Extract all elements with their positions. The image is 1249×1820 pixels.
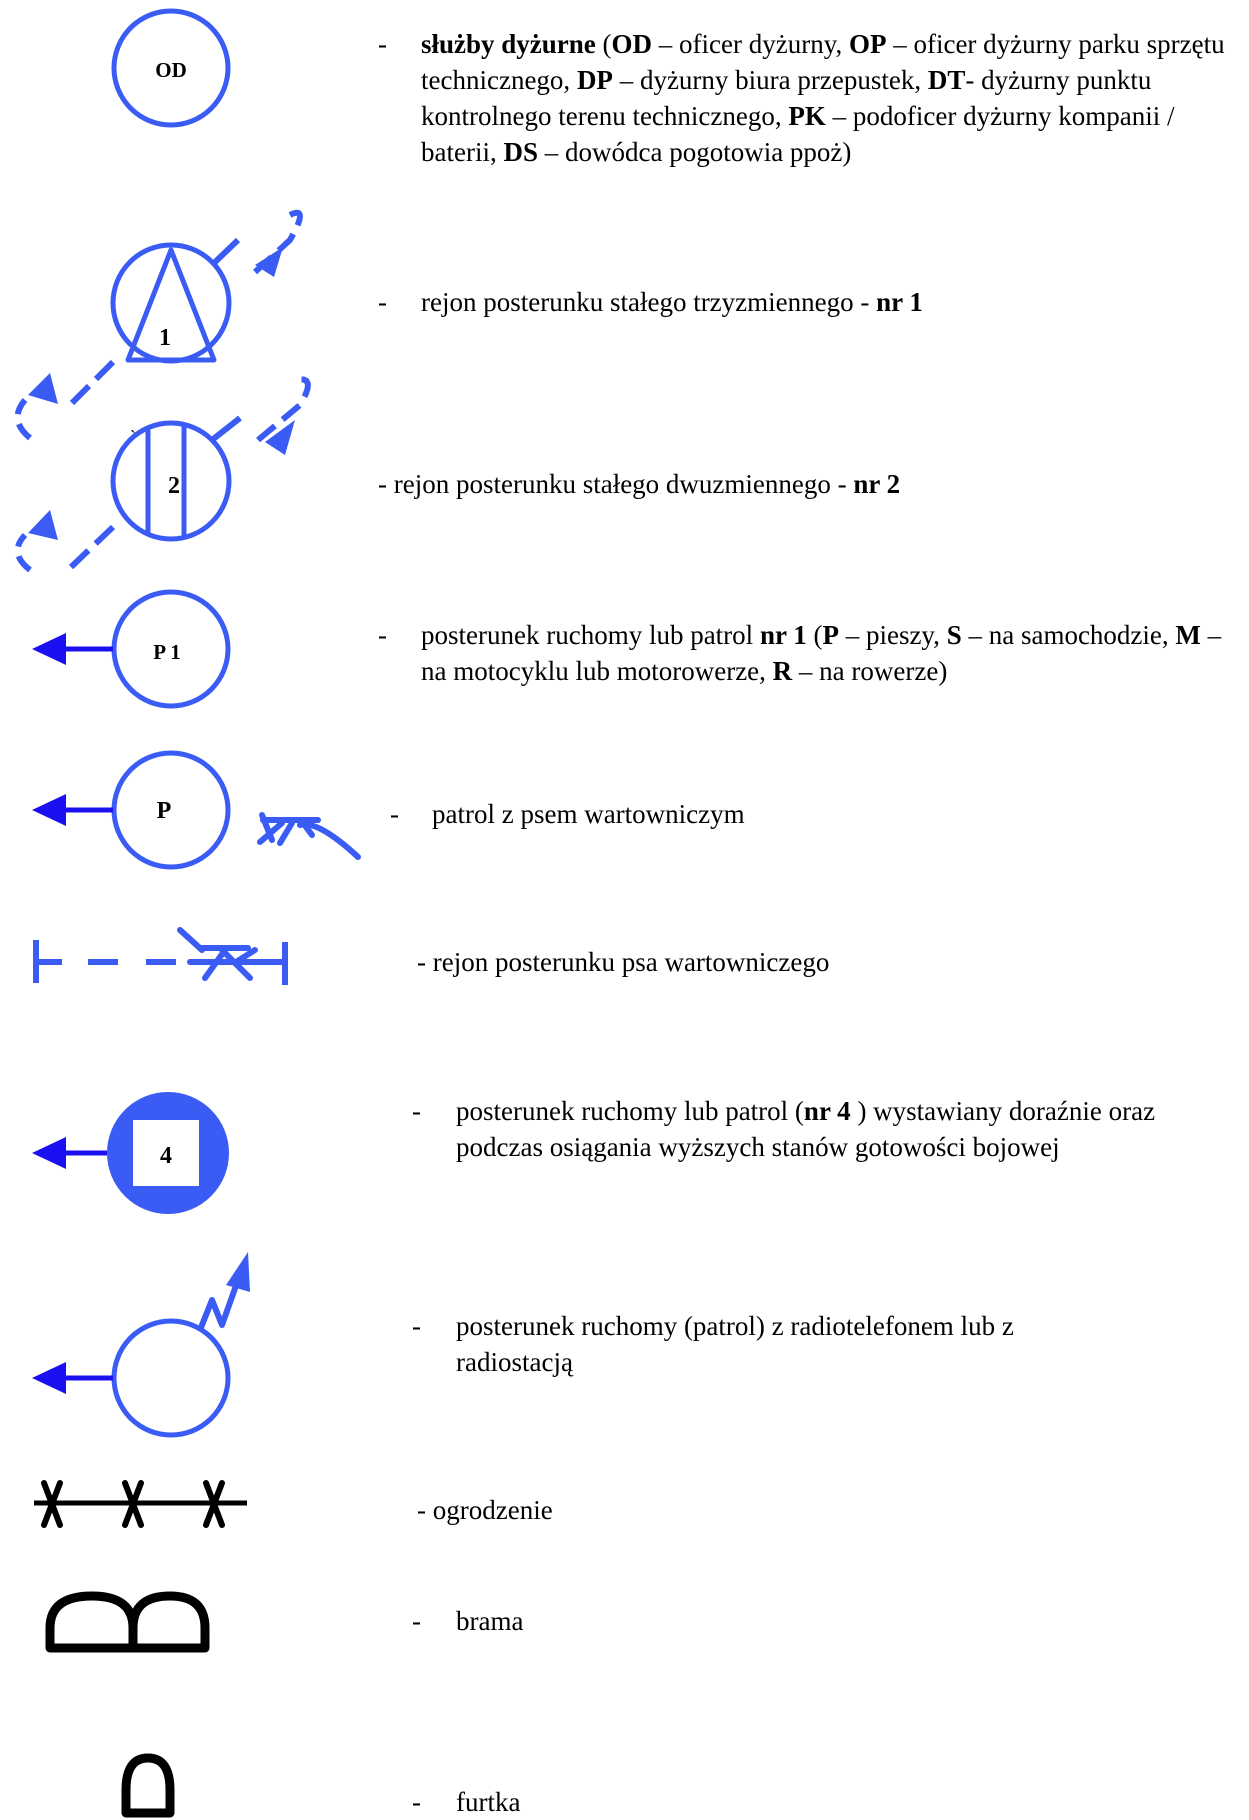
entry-dash: - bbox=[412, 1096, 421, 1126]
entry-dash: - bbox=[412, 1787, 421, 1817]
dog-icon bbox=[257, 812, 361, 860]
dashed-line-dog-icon bbox=[0, 900, 320, 990]
ad-hoc-patrol-description: posterunek ruchomy lub patrol (nr 4 ) wy… bbox=[456, 1096, 1156, 1162]
radio-patrol-description: posterunek ruchomy (patrol) z radiotelef… bbox=[456, 1311, 1014, 1377]
patrol-symbol-label: 4 bbox=[160, 1143, 172, 1169]
circle-striped-icon: 2 ` bbox=[0, 370, 320, 580]
circle-od-icon: OD bbox=[0, 0, 260, 130]
dog-patrol-description: patrol z psem wartowniczym bbox=[432, 799, 745, 829]
entry-dash: - bbox=[378, 287, 387, 317]
post-number-label: 1 bbox=[159, 325, 171, 351]
radio-wave-icon bbox=[197, 1278, 241, 1332]
dog-post-area-description: - rejon posterunku psa wartowniczego bbox=[417, 947, 830, 977]
entry-dash: - bbox=[378, 29, 387, 59]
wicket-description: furtka bbox=[456, 1787, 521, 1817]
gate-icon bbox=[0, 1580, 260, 1660]
three-shift-post-description: rejon posterunku stałego trzyzmiennego -… bbox=[421, 287, 923, 317]
wicket-icon bbox=[0, 1740, 260, 1819]
circle-arrow-icon: P 1 bbox=[0, 580, 260, 720]
patrol-symbol-label: P bbox=[157, 798, 172, 824]
two-shift-post-description: - rejon posterunku stałego dwuzmiennego … bbox=[378, 469, 901, 499]
filled-circle-square-icon: 4 bbox=[0, 1080, 260, 1220]
entry-dash: - bbox=[390, 799, 399, 829]
mobile-post-description: posterunek ruchomy lub patrol nr 1 (P – … bbox=[421, 620, 1222, 686]
circle-radio-icon bbox=[0, 1250, 280, 1440]
fence-description: - ogrodzenie bbox=[417, 1495, 553, 1525]
circle-triangle-icon: 1 bbox=[0, 209, 320, 460]
gate-description: brama bbox=[456, 1606, 524, 1636]
circle-arrow-dog-icon: P bbox=[0, 740, 370, 880]
fence-icon bbox=[0, 1470, 260, 1540]
post-number-label: 2 bbox=[168, 473, 180, 499]
od-symbol-label: OD bbox=[155, 58, 187, 82]
entry-dash: - bbox=[378, 620, 387, 650]
patrol-symbol-label: P 1 bbox=[153, 640, 180, 664]
entry-dash: - bbox=[412, 1311, 421, 1341]
entry-dash: - bbox=[412, 1606, 421, 1636]
duty-services-description: służby dyżurne (OD – oficer dyżurny, OP … bbox=[421, 29, 1225, 167]
stray-tick-mark: ` bbox=[130, 427, 136, 447]
